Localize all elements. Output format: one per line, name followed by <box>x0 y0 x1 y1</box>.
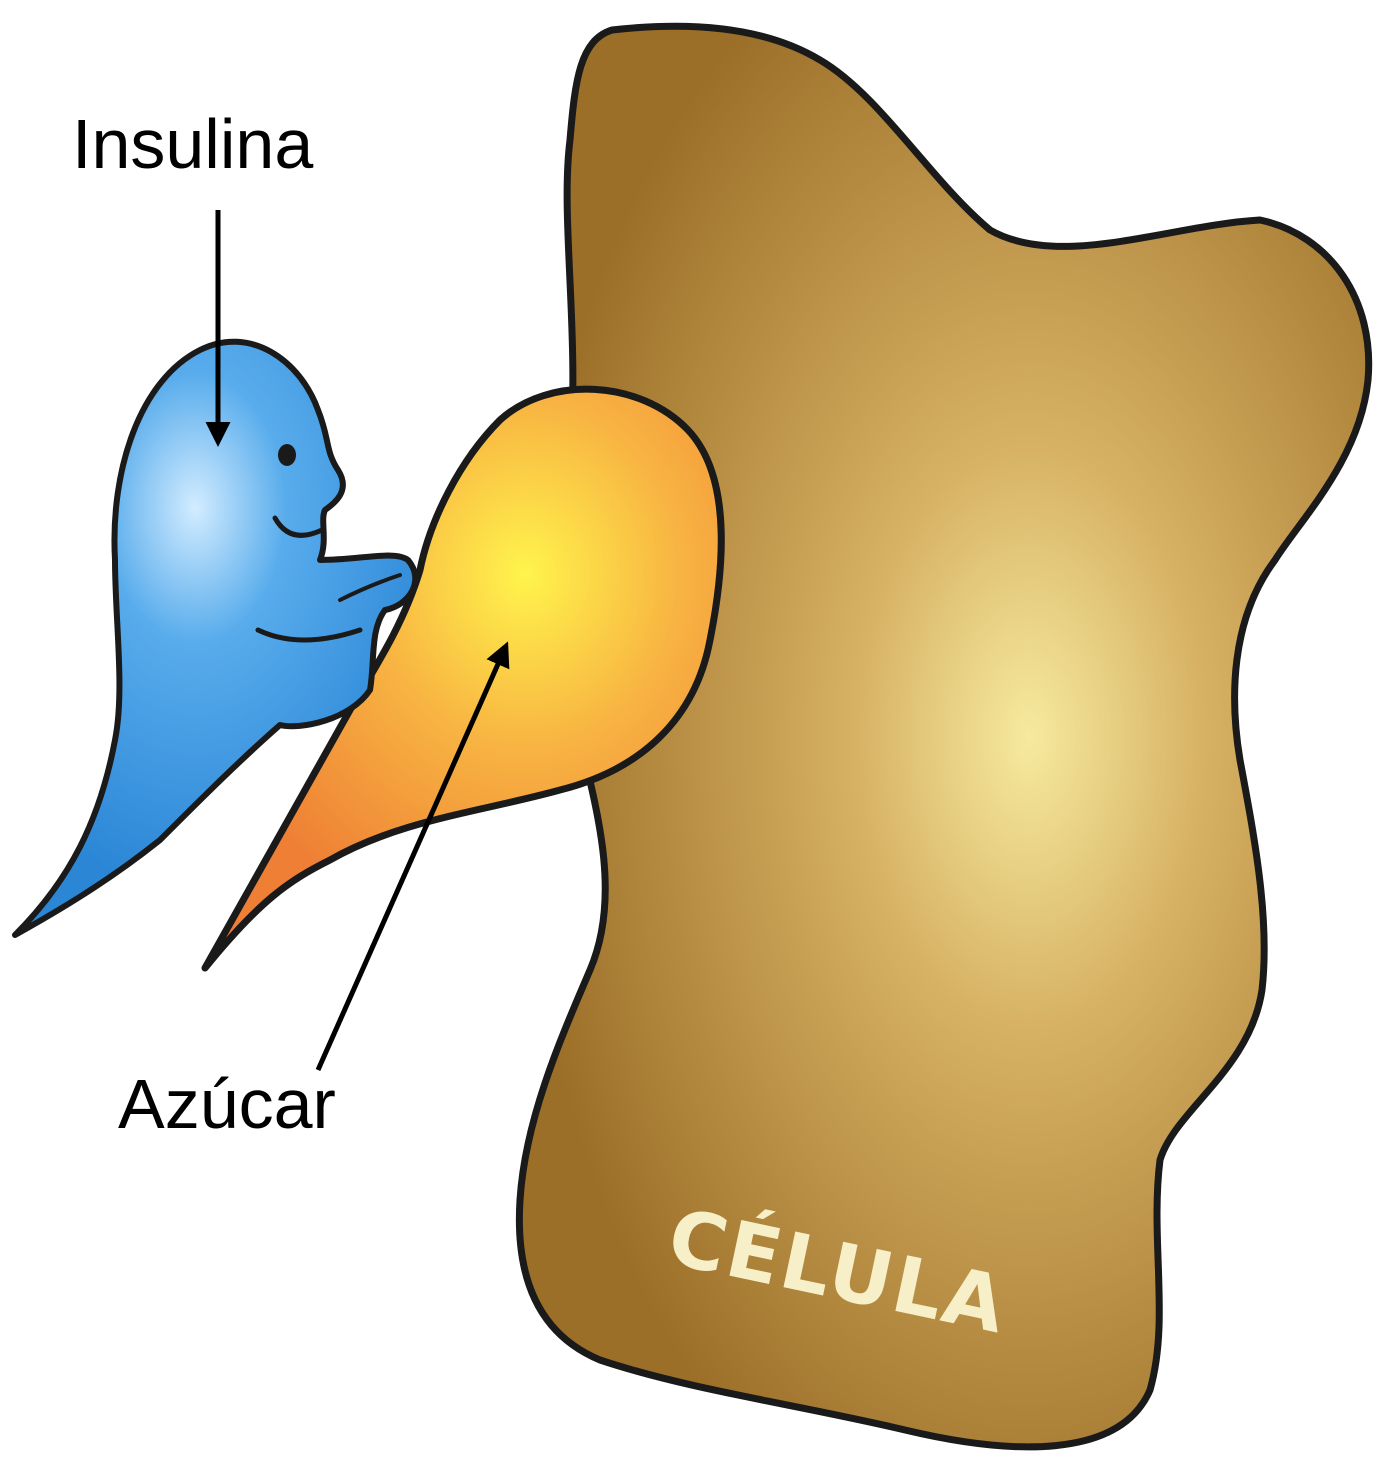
sugar-label: Azúcar <box>118 1065 336 1143</box>
insulin-eye <box>278 444 296 466</box>
insulin-label: Insulina <box>72 105 313 183</box>
